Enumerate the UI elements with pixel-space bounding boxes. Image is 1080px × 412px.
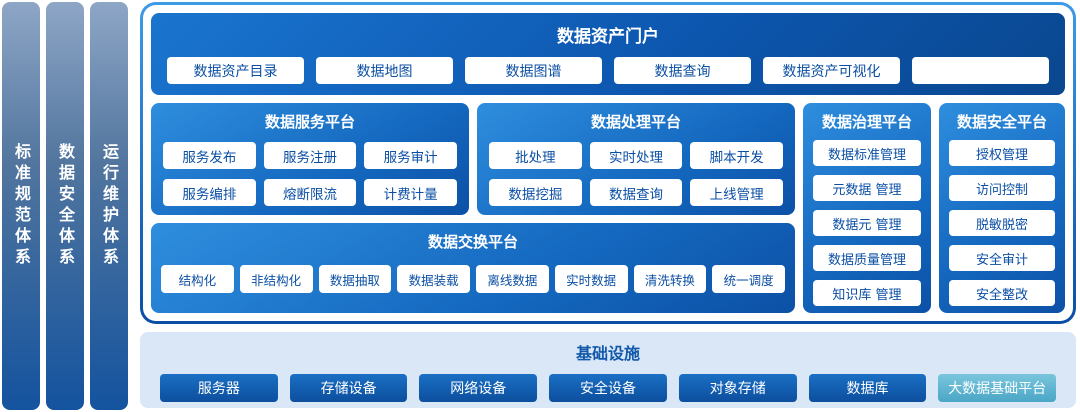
infrastructure-item: 网络设备 xyxy=(419,374,538,402)
platform-item: 结构化 xyxy=(161,265,234,293)
security-items-stack: 授权管理 访问控制 脱敏脱密 安全审计 安全整改 xyxy=(939,132,1065,306)
main-platform-inner: 数据资产门户 数据资产目录 数据地图 数据图谱 数据查询 数据资产可视化 数据服… xyxy=(143,5,1073,321)
data-asset-portal-panel: 数据资产门户 数据资产目录 数据地图 数据图谱 数据查询 数据资产可视化 xyxy=(151,13,1065,95)
platform-item: 安全审计 xyxy=(949,245,1055,271)
platform-item: 数据抽取 xyxy=(318,265,392,293)
platform-item: 数据元 管理 xyxy=(813,210,921,236)
pillar-label: 数据安全体系 xyxy=(56,143,75,269)
platform-item: 脚本开发 xyxy=(690,142,784,169)
service-items-grid: 服务发布 服务注册 服务审计 服务编排 熔断限流 计费计量 xyxy=(151,132,469,206)
governance-items-stack: 数据标准管理 元数据 管理 数据元 管理 数据质量管理 知识库 管理 xyxy=(803,132,931,306)
infrastructure-title: 基础设施 xyxy=(575,344,640,363)
infrastructure-items-row: 服务器 存储设备 网络设备 安全设备 对象存储 数据库 大数据基础平台 xyxy=(140,364,1076,402)
pillar-data-security-system: 数据安全体系 xyxy=(46,2,84,410)
data-governance-platform-panel: 数据治理平台 数据标准管理 元数据 管理 数据元 管理 数据质量管理 知识库 管… xyxy=(803,103,931,313)
platform-item: 统一调度 xyxy=(712,265,785,293)
portal-title: 数据资产门户 xyxy=(557,27,659,47)
data-service-platform-panel: 数据服务平台 服务发布 服务注册 服务审计 服务编排 熔断限流 计费计量 xyxy=(151,103,469,215)
platform-item: 数据标准管理 xyxy=(813,140,921,166)
exchange-items-row: 结构化 非结构化 数据抽取 数据装载 离线数据 实时数据 清洗转换 统一调度 xyxy=(151,252,795,293)
platform-item: 数据装载 xyxy=(397,265,470,293)
service-items-row: 服务发布 服务注册 服务审计 xyxy=(163,142,458,169)
platform-item: 非结构化 xyxy=(239,265,313,293)
infrastructure-item: 对象存储 xyxy=(678,374,797,402)
processing-items-grid: 批处理 实时处理 脚本开发 数据挖掘 数据查询 上线管理 xyxy=(477,132,795,206)
processing-items-row: 批处理 实时处理 脚本开发 xyxy=(489,142,784,169)
main-platform-frame: 数据资产门户 数据资产目录 数据地图 数据图谱 数据查询 数据资产可视化 数据服… xyxy=(140,2,1076,324)
infrastructure-item: 服务器 xyxy=(160,374,278,402)
portal-item: 数据查询 xyxy=(614,57,751,84)
pillar-label: 标准规范体系 xyxy=(12,143,31,269)
platform-item: 授权管理 xyxy=(949,140,1055,166)
panel-title: 数据治理平台 xyxy=(821,113,912,131)
platform-item: 数据质量管理 xyxy=(813,245,921,271)
portal-item-empty xyxy=(912,57,1049,84)
infrastructure-item-bigdata: 大数据基础平台 xyxy=(938,374,1057,402)
panel-title: 数据服务平台 xyxy=(264,113,355,131)
platform-item: 知识库 管理 xyxy=(813,280,921,306)
pillar-operations-system: 运行维护体系 xyxy=(90,2,128,410)
infrastructure-item: 存储设备 xyxy=(289,374,408,402)
panel-title: 数据交换平台 xyxy=(427,233,518,251)
platform-item: 实时处理 xyxy=(589,142,683,169)
platform-item: 上线管理 xyxy=(690,179,784,206)
platform-item: 批处理 xyxy=(489,142,582,169)
data-security-platform-panel: 数据安全平台 授权管理 访问控制 脱敏脱密 安全审计 安全整改 xyxy=(939,103,1065,313)
platform-item: 服务注册 xyxy=(263,142,357,169)
platform-item: 清洗转换 xyxy=(633,265,707,293)
platform-item: 熔断限流 xyxy=(263,179,357,206)
pillar-standards-system: 标准规范体系 xyxy=(2,2,40,410)
processing-items-row: 数据挖掘 数据查询 上线管理 xyxy=(489,179,784,206)
platform-item: 数据挖掘 xyxy=(489,179,582,206)
panel-title: 数据处理平台 xyxy=(590,113,681,131)
portal-item: 数据资产可视化 xyxy=(763,57,900,84)
platform-item: 服务发布 xyxy=(163,142,256,169)
platform-item: 实时数据 xyxy=(554,265,628,293)
portal-item: 数据图谱 xyxy=(465,57,602,84)
service-items-row: 服务编排 熔断限流 计费计量 xyxy=(163,179,458,206)
pillar-label: 运行维护体系 xyxy=(100,143,119,269)
platform-item: 数据查询 xyxy=(589,179,683,206)
platform-item: 服务审计 xyxy=(364,142,458,169)
platform-item: 离线数据 xyxy=(476,265,549,293)
infrastructure-panel: 基础设施 服务器 存储设备 网络设备 安全设备 对象存储 数据库 大数据基础平台 xyxy=(140,332,1076,408)
portal-item: 数据地图 xyxy=(316,57,453,84)
platform-item: 元数据 管理 xyxy=(813,175,921,201)
platform-item: 计费计量 xyxy=(364,179,458,206)
portal-item: 数据资产目录 xyxy=(167,57,304,84)
panel-title: 数据安全平台 xyxy=(956,113,1047,131)
infrastructure-item: 数据库 xyxy=(808,374,927,402)
platform-item: 脱敏脱密 xyxy=(949,210,1055,236)
platform-item: 服务编排 xyxy=(163,179,256,206)
platform-item: 安全整改 xyxy=(949,280,1055,306)
infrastructure-item: 安全设备 xyxy=(549,374,667,402)
data-processing-platform-panel: 数据处理平台 批处理 实时处理 脚本开发 数据挖掘 数据查询 上线管理 xyxy=(477,103,795,215)
portal-items-row: 数据资产目录 数据地图 数据图谱 数据查询 数据资产可视化 xyxy=(151,47,1065,84)
data-exchange-platform-panel: 数据交换平台 结构化 非结构化 数据抽取 数据装载 离线数据 实时数据 清洗转换… xyxy=(151,223,795,313)
platform-item: 访问控制 xyxy=(949,175,1055,201)
